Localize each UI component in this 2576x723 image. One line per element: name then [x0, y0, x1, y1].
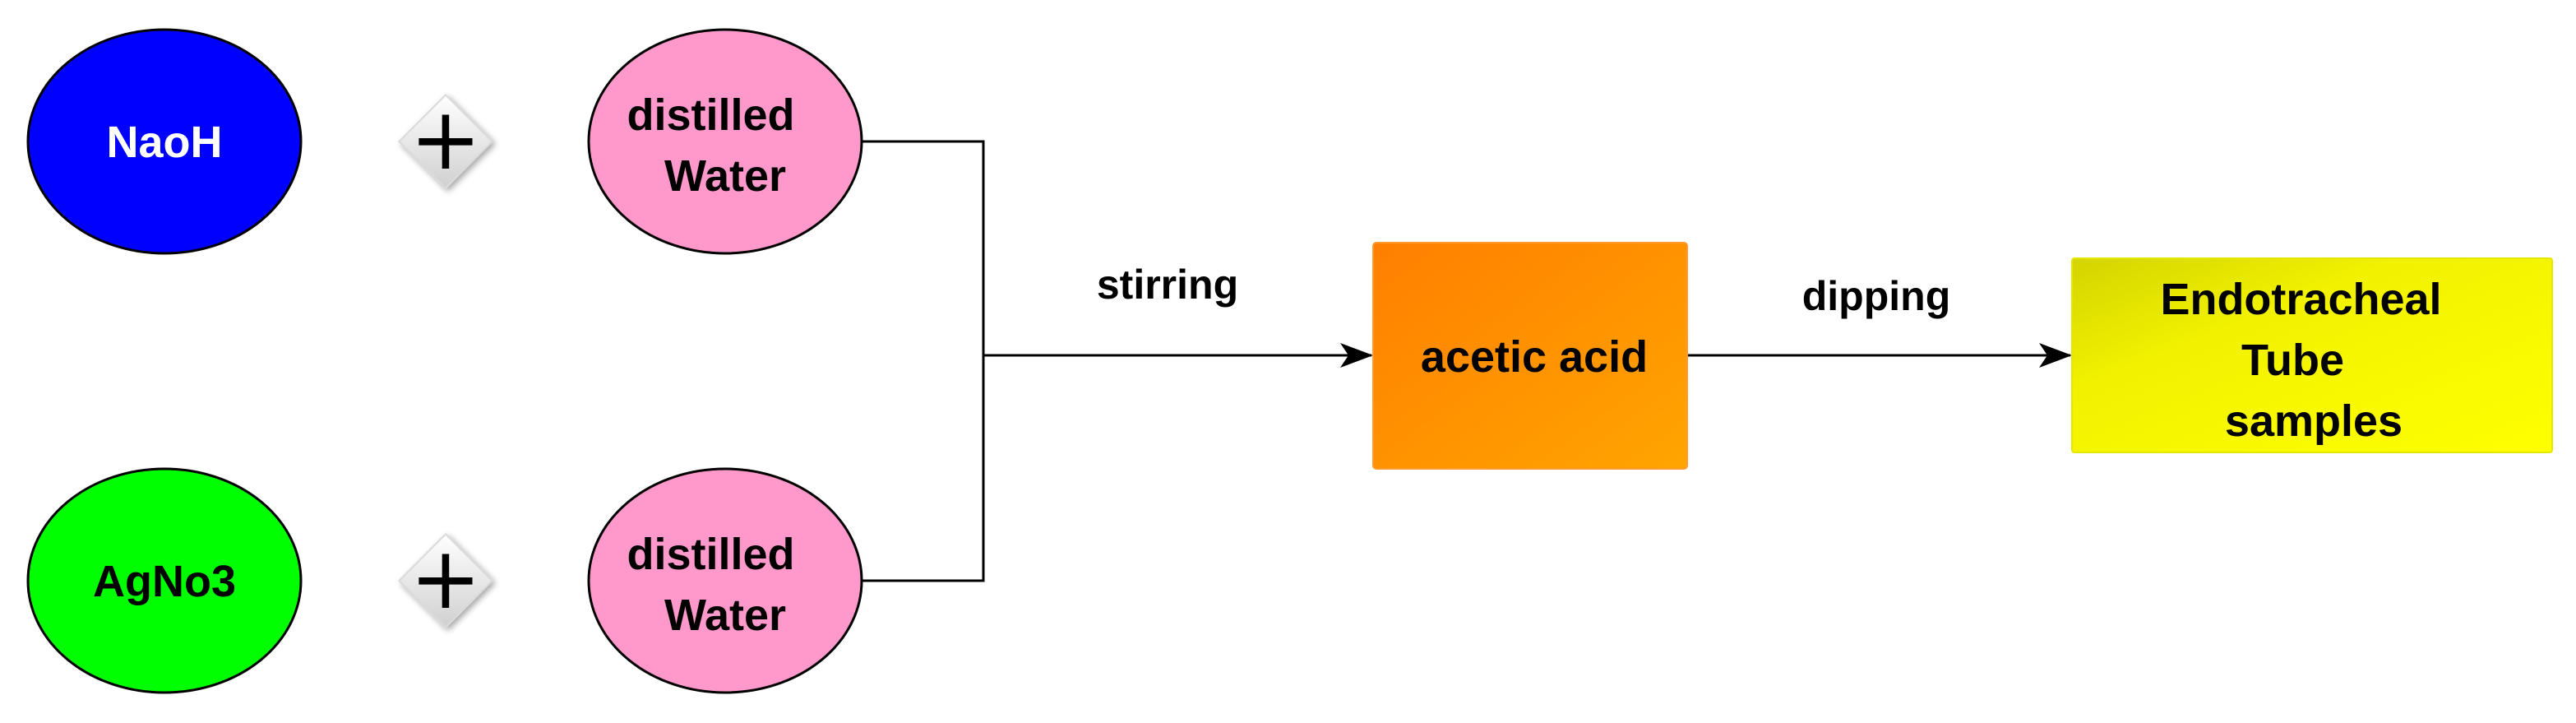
water-bottom-label-line2: Water — [664, 591, 786, 640]
acetic-acid-label: acetic acid — [1421, 332, 1648, 382]
plus-tile-top — [398, 94, 493, 189]
agno3-node: AgNo3 — [26, 467, 303, 694]
water-top-node: distilled Water — [587, 28, 863, 255]
connector-water-top — [862, 140, 985, 355]
connectors — [862, 140, 2072, 582]
stirring-label: stirring — [1097, 262, 1238, 308]
plus-icon: + — [409, 528, 481, 628]
naoh-node: NaoH — [26, 28, 303, 255]
endotracheal-label-line3: samples — [2225, 396, 2403, 446]
plus-tile-bottom — [398, 533, 493, 628]
endotracheal-node: Endotracheal Tube samples — [2071, 257, 2553, 453]
water-top-ellipse — [587, 28, 863, 255]
agno3-label: AgNo3 — [93, 557, 236, 606]
water-top-label: distilled Water — [627, 90, 807, 201]
water-bottom-label: distilled Water — [627, 530, 807, 640]
acetic-acid-node: acetic acid — [1372, 242, 1688, 470]
water-bottom-ellipse — [587, 467, 863, 694]
water-top-label-line1: distilled — [627, 90, 794, 140]
water-bottom-label-line1: distilled — [627, 530, 794, 579]
endotracheal-label: Endotracheal Tube samples — [2160, 275, 2453, 446]
connector-water-bottom — [862, 355, 985, 582]
endotracheal-label-line2: Tube — [2241, 336, 2344, 385]
plus-operator-bottom: + — [398, 528, 493, 628]
water-bottom-node: distilled Water — [587, 467, 863, 694]
plus-operator-top: + — [398, 89, 493, 189]
endotracheal-box — [2071, 257, 2553, 453]
dipping-label: dipping — [1802, 273, 1951, 319]
naoh-label: NaoH — [106, 118, 222, 167]
naoh-ellipse — [26, 28, 303, 255]
plus-icon: + — [409, 89, 481, 189]
endotracheal-label-line1: Endotracheal — [2160, 275, 2441, 324]
water-top-label-line2: Water — [664, 151, 786, 201]
acetic-acid-box — [1372, 242, 1688, 470]
agno3-ellipse — [26, 467, 303, 694]
